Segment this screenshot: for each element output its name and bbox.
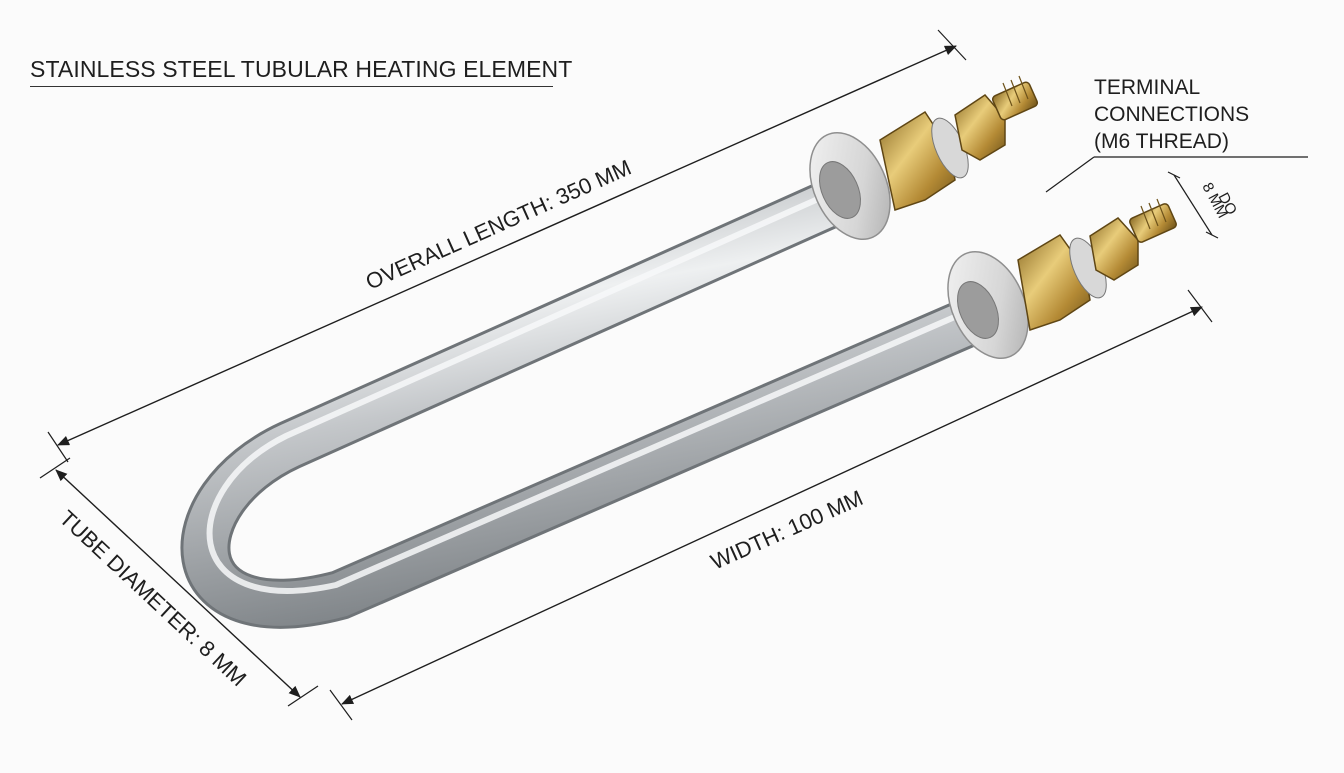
width-extension-left — [329, 689, 353, 721]
drawing-title: STAINLESS STEEL TUBULAR HEATING ELEMENT — [30, 56, 573, 82]
width-line — [341, 306, 1203, 705]
overall-length-extension-left — [47, 431, 69, 463]
callout-leader-diagonal — [1045, 156, 1095, 193]
title-underline — [30, 86, 553, 87]
terminal-od-dimension: DO 8 MM — [1167, 171, 1240, 239]
terminal-callout-leader — [1045, 156, 1308, 193]
callout-line-1: TERMINAL — [1094, 76, 1201, 99]
callout-line-2: CONNECTIONS — [1094, 103, 1250, 126]
terminal-connections-callout: TERMINAL CONNECTIONS (M6 THREAD) — [1094, 74, 1249, 155]
overall-length-line — [57, 45, 957, 446]
tube-diameter-extension-top — [39, 457, 71, 479]
overall-length-extension-right — [937, 29, 967, 61]
tube-diameter-extension-bottom — [287, 685, 319, 707]
width-extension-right — [1187, 289, 1213, 323]
terminal-od-line — [1173, 174, 1213, 236]
tube-diameter-line — [55, 469, 301, 698]
callout-line-3: (M6 THREAD) — [1094, 130, 1229, 153]
overall-length-label: OVERALL LENGTH: 350 MM — [362, 155, 635, 295]
u-tube — [180, 175, 1010, 629]
